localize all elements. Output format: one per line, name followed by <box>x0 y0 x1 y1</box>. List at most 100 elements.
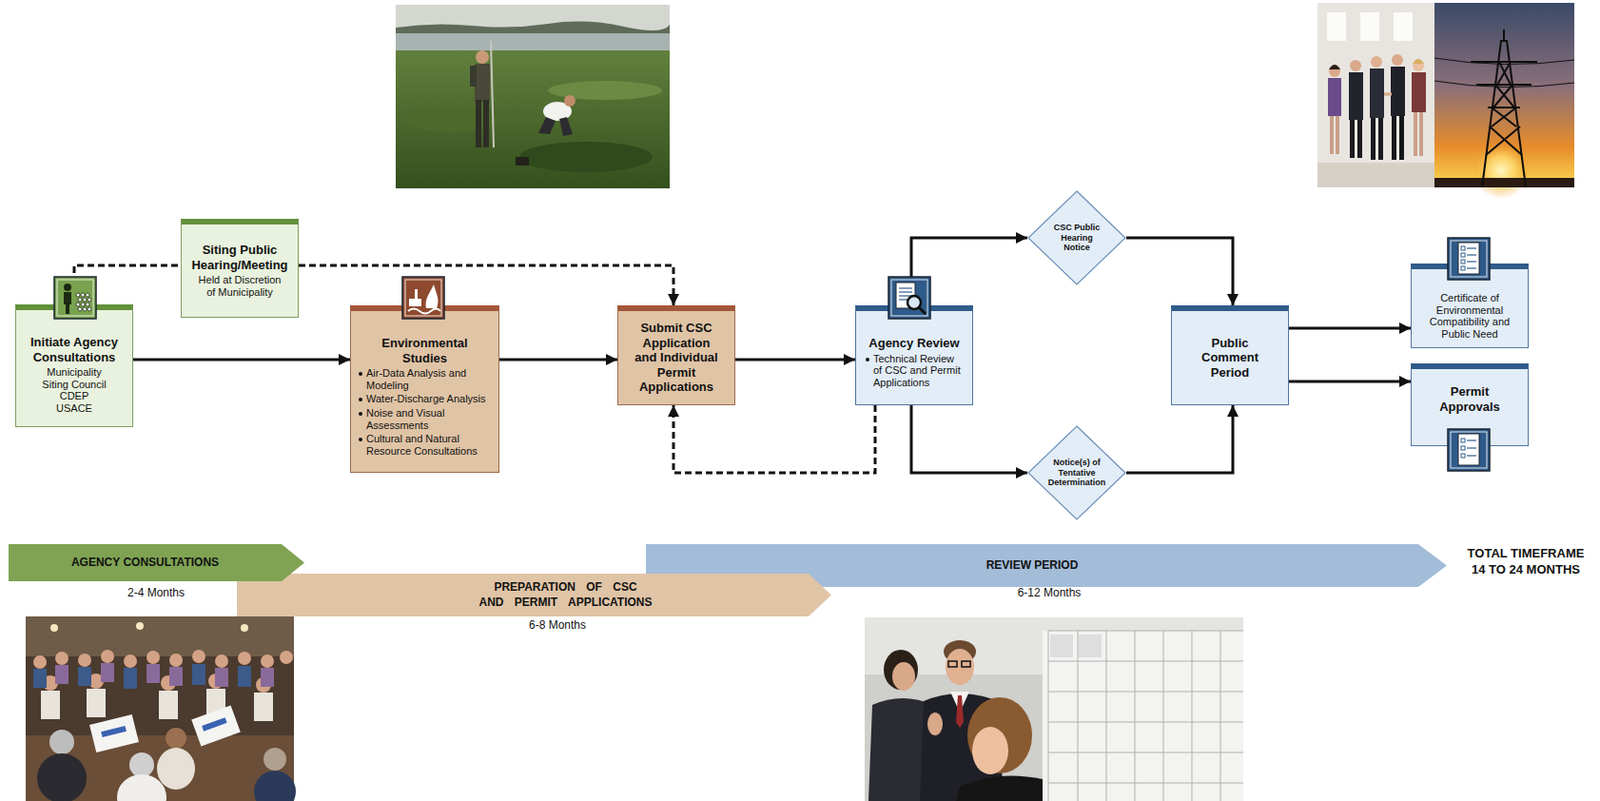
flow-arrow <box>1288 380 1411 384</box>
node-text: Held at Discretion of Municipality <box>195 273 286 298</box>
power-tower-photo <box>1470 29 1538 188</box>
arrow-band <box>645 544 1447 587</box>
icon-review <box>891 279 928 316</box>
meeting-photo <box>1328 65 1341 78</box>
power-tower-photo <box>1482 40 1526 188</box>
icon-people <box>54 276 97 319</box>
process-box: Public Comment Period <box>1170 305 1289 406</box>
power-tower-photo <box>1434 2 1575 199</box>
power-tower-photo <box>1434 2 1575 188</box>
field-photo <box>564 95 576 107</box>
phase-label: REVIEW PERIOD <box>986 558 1079 574</box>
meeting-photo <box>1369 68 1385 118</box>
crowd-photo <box>88 673 104 689</box>
field-photo <box>475 99 482 148</box>
icon-cert <box>1466 260 1477 262</box>
node-icon <box>1446 236 1491 281</box>
crowd-photo <box>25 616 296 801</box>
node-icon <box>53 275 98 320</box>
meeting-people-photo <box>927 712 943 736</box>
calendar-photo <box>1048 691 1244 693</box>
crowd-photo <box>123 667 137 689</box>
meeting-photo <box>1390 66 1405 117</box>
meeting-photo <box>1317 2 1435 188</box>
crowd-photo <box>192 663 206 685</box>
node-heading: Environmental Studies <box>377 335 473 366</box>
crowd-photo <box>156 747 196 790</box>
meeting-people-photo <box>950 691 970 713</box>
phase-arrow: PREPARATION OF CSC AND PERMIT APPLICATIO… <box>236 573 832 617</box>
crowd-photo <box>25 735 294 801</box>
icon-people <box>87 307 92 312</box>
flow-arrow <box>1288 327 1411 331</box>
outcome-box: Certificate of Environmental Compatibili… <box>1410 263 1529 349</box>
process-box: Agency ReviewTechnical Review of CSC and… <box>855 305 974 406</box>
node-heading: Initiate Agency Consultations <box>21 334 127 365</box>
duration-label: 6-12 Months <box>1017 585 1082 602</box>
crowd-photo <box>129 752 155 778</box>
flow-arrow <box>499 358 618 362</box>
process-box: Submit CSC Application and Individual Pe… <box>617 305 736 406</box>
crowd-photo <box>255 677 272 693</box>
crowd-photo <box>146 663 160 683</box>
icon-people <box>80 302 85 307</box>
crowd-photo <box>206 688 226 718</box>
power-tower-photo <box>1470 61 1538 108</box>
field-photo <box>395 4 670 34</box>
meeting-people-photo <box>864 617 1043 801</box>
decision-diamond: Notice(s) of Tentative Determination <box>1027 425 1127 521</box>
icon-cert <box>1461 246 1465 251</box>
crowd-photo <box>55 664 69 684</box>
duration-label: 6-8 Months <box>528 618 586 634</box>
meeting-photo <box>1317 162 1435 188</box>
crowd-photo <box>169 666 183 686</box>
phase-label: AGENCY CONSULTATIONS <box>71 555 219 571</box>
crowd-photo <box>191 704 241 746</box>
node-icon <box>1446 428 1491 472</box>
field-photo <box>547 80 663 100</box>
icon-env <box>402 276 445 319</box>
crowd-photo <box>263 747 287 771</box>
calendar-photo <box>1048 752 1244 754</box>
meeting-people-photo <box>967 697 1033 774</box>
meeting-photo <box>1335 116 1340 155</box>
calendar-photo <box>1191 630 1193 801</box>
icon-review <box>888 276 931 319</box>
icon-people <box>80 292 85 297</box>
icon-permit <box>1450 431 1487 469</box>
crowd-photo <box>86 688 106 718</box>
node-icon <box>401 275 446 320</box>
crowd-photo <box>260 667 274 687</box>
crowd-photo <box>40 688 274 722</box>
icon-people <box>78 297 82 302</box>
duration-label: 2-4 Months <box>127 585 185 602</box>
dashed-connector <box>673 405 876 473</box>
icon-people <box>82 307 87 312</box>
outcome-box: Permit Approvals <box>1410 363 1529 447</box>
icon-cert <box>1461 266 1465 271</box>
meeting-photo <box>1326 12 1347 41</box>
meeting-photo <box>1349 59 1362 72</box>
crowd-photo <box>117 774 167 801</box>
node-heading: Submit CSC Application and Individual Pe… <box>630 320 722 395</box>
icon-cert <box>1447 237 1490 280</box>
node-heading: Siting Public Hearing/Meeting <box>187 242 293 273</box>
crowd-photo <box>33 649 293 693</box>
calendar-photo <box>1050 634 1074 658</box>
crowd-photo <box>214 654 229 668</box>
meeting-photo <box>1412 58 1425 64</box>
process-box: Environmental StudiesAir-Data Analysis a… <box>350 305 500 473</box>
icon-permit <box>1447 429 1490 471</box>
crowd-photo <box>240 624 249 632</box>
icon-people <box>87 297 92 302</box>
node-heading: Public Comment Period <box>1191 335 1269 381</box>
meeting-people-photo <box>972 726 1009 775</box>
meeting-photo <box>1329 116 1334 155</box>
crowd-photo <box>89 714 139 753</box>
node-text: Municipality Siting Council CDEP USACE <box>40 366 109 415</box>
icon-cert <box>1466 267 1477 269</box>
flow-arrow <box>735 358 856 362</box>
crowd-photo <box>100 663 115 683</box>
flow-arrow <box>1126 405 1233 473</box>
field-photo <box>395 21 670 36</box>
